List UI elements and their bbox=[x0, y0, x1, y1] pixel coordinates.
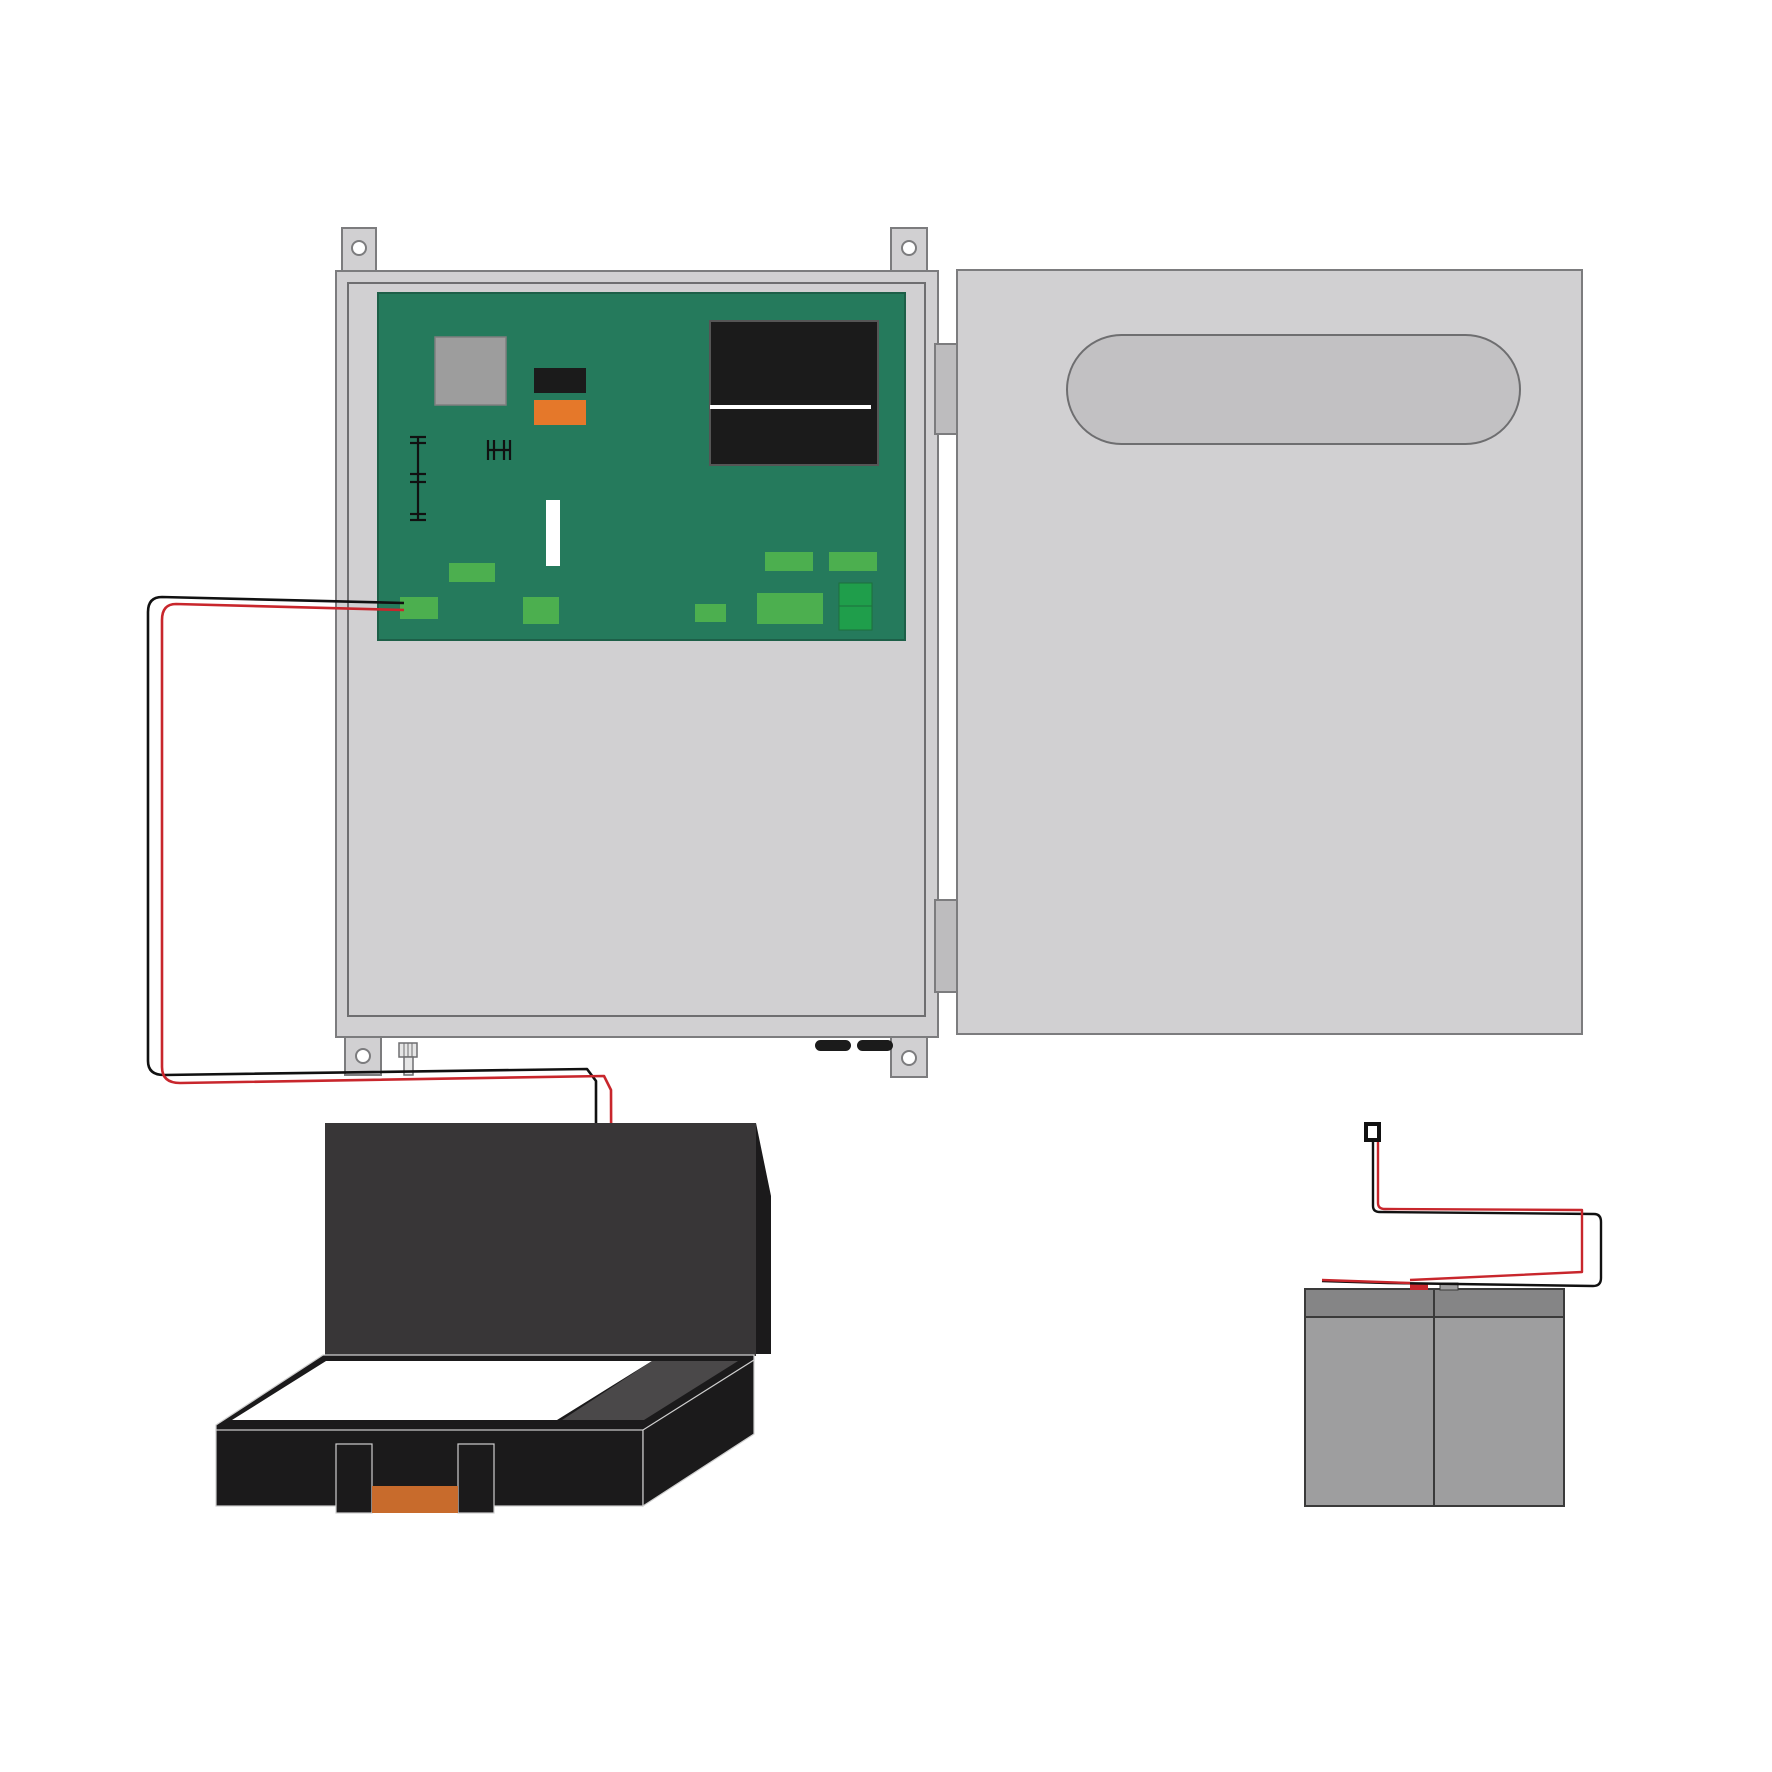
board-to-battery-wires bbox=[146, 595, 614, 1427]
battery-box bbox=[215, 1123, 771, 1514]
lead-red-wire bbox=[1376, 1142, 1584, 1282]
battery-box-tray bbox=[562, 1361, 738, 1420]
battery-lead bbox=[1321, 1122, 1603, 1288]
battery-box-lid bbox=[325, 1123, 756, 1356]
circuit-board bbox=[377, 292, 906, 641]
door bbox=[956, 269, 1583, 1035]
red-wire bbox=[160, 602, 614, 1427]
door-window bbox=[1066, 334, 1521, 445]
mounting-tab-bottom-left bbox=[344, 1034, 382, 1076]
white-jumper bbox=[546, 500, 560, 566]
fuse-symbol-horizontal bbox=[486, 440, 512, 460]
battery-terminal-left bbox=[1410, 1283, 1428, 1290]
hinge-bottom bbox=[934, 899, 958, 993]
connector-4 bbox=[765, 552, 813, 571]
connector-3 bbox=[695, 604, 726, 622]
connector-6 bbox=[757, 593, 823, 624]
grey-chip bbox=[434, 336, 507, 406]
battery-box-lid-side bbox=[756, 1123, 771, 1354]
latch-right-post bbox=[457, 1443, 495, 1514]
mounting-tab-top-left bbox=[341, 227, 377, 273]
latch-left-post bbox=[335, 1443, 373, 1514]
connector-5 bbox=[829, 552, 877, 571]
hinge-top bbox=[934, 343, 958, 435]
knockout-slot-right bbox=[857, 1040, 893, 1051]
lead-black-wire bbox=[1321, 1142, 1603, 1288]
battery-box-interior bbox=[232, 1361, 652, 1420]
black-relay bbox=[534, 368, 586, 393]
mounting-tab-bottom-right bbox=[890, 1034, 928, 1078]
connector-2 bbox=[523, 597, 559, 624]
orange-component bbox=[534, 400, 586, 425]
knockout-slot-left bbox=[815, 1040, 851, 1051]
fuse-symbol-vertical bbox=[410, 435, 426, 522]
connector-1 bbox=[449, 563, 495, 582]
battery-connector bbox=[400, 597, 438, 619]
cable-gland bbox=[398, 1042, 418, 1076]
battery bbox=[1304, 1282, 1565, 1507]
transformer bbox=[709, 320, 879, 466]
latch-orange-label bbox=[372, 1486, 458, 1513]
mounting-tab-top-right bbox=[890, 227, 928, 273]
battery-box-side bbox=[642, 1358, 755, 1508]
